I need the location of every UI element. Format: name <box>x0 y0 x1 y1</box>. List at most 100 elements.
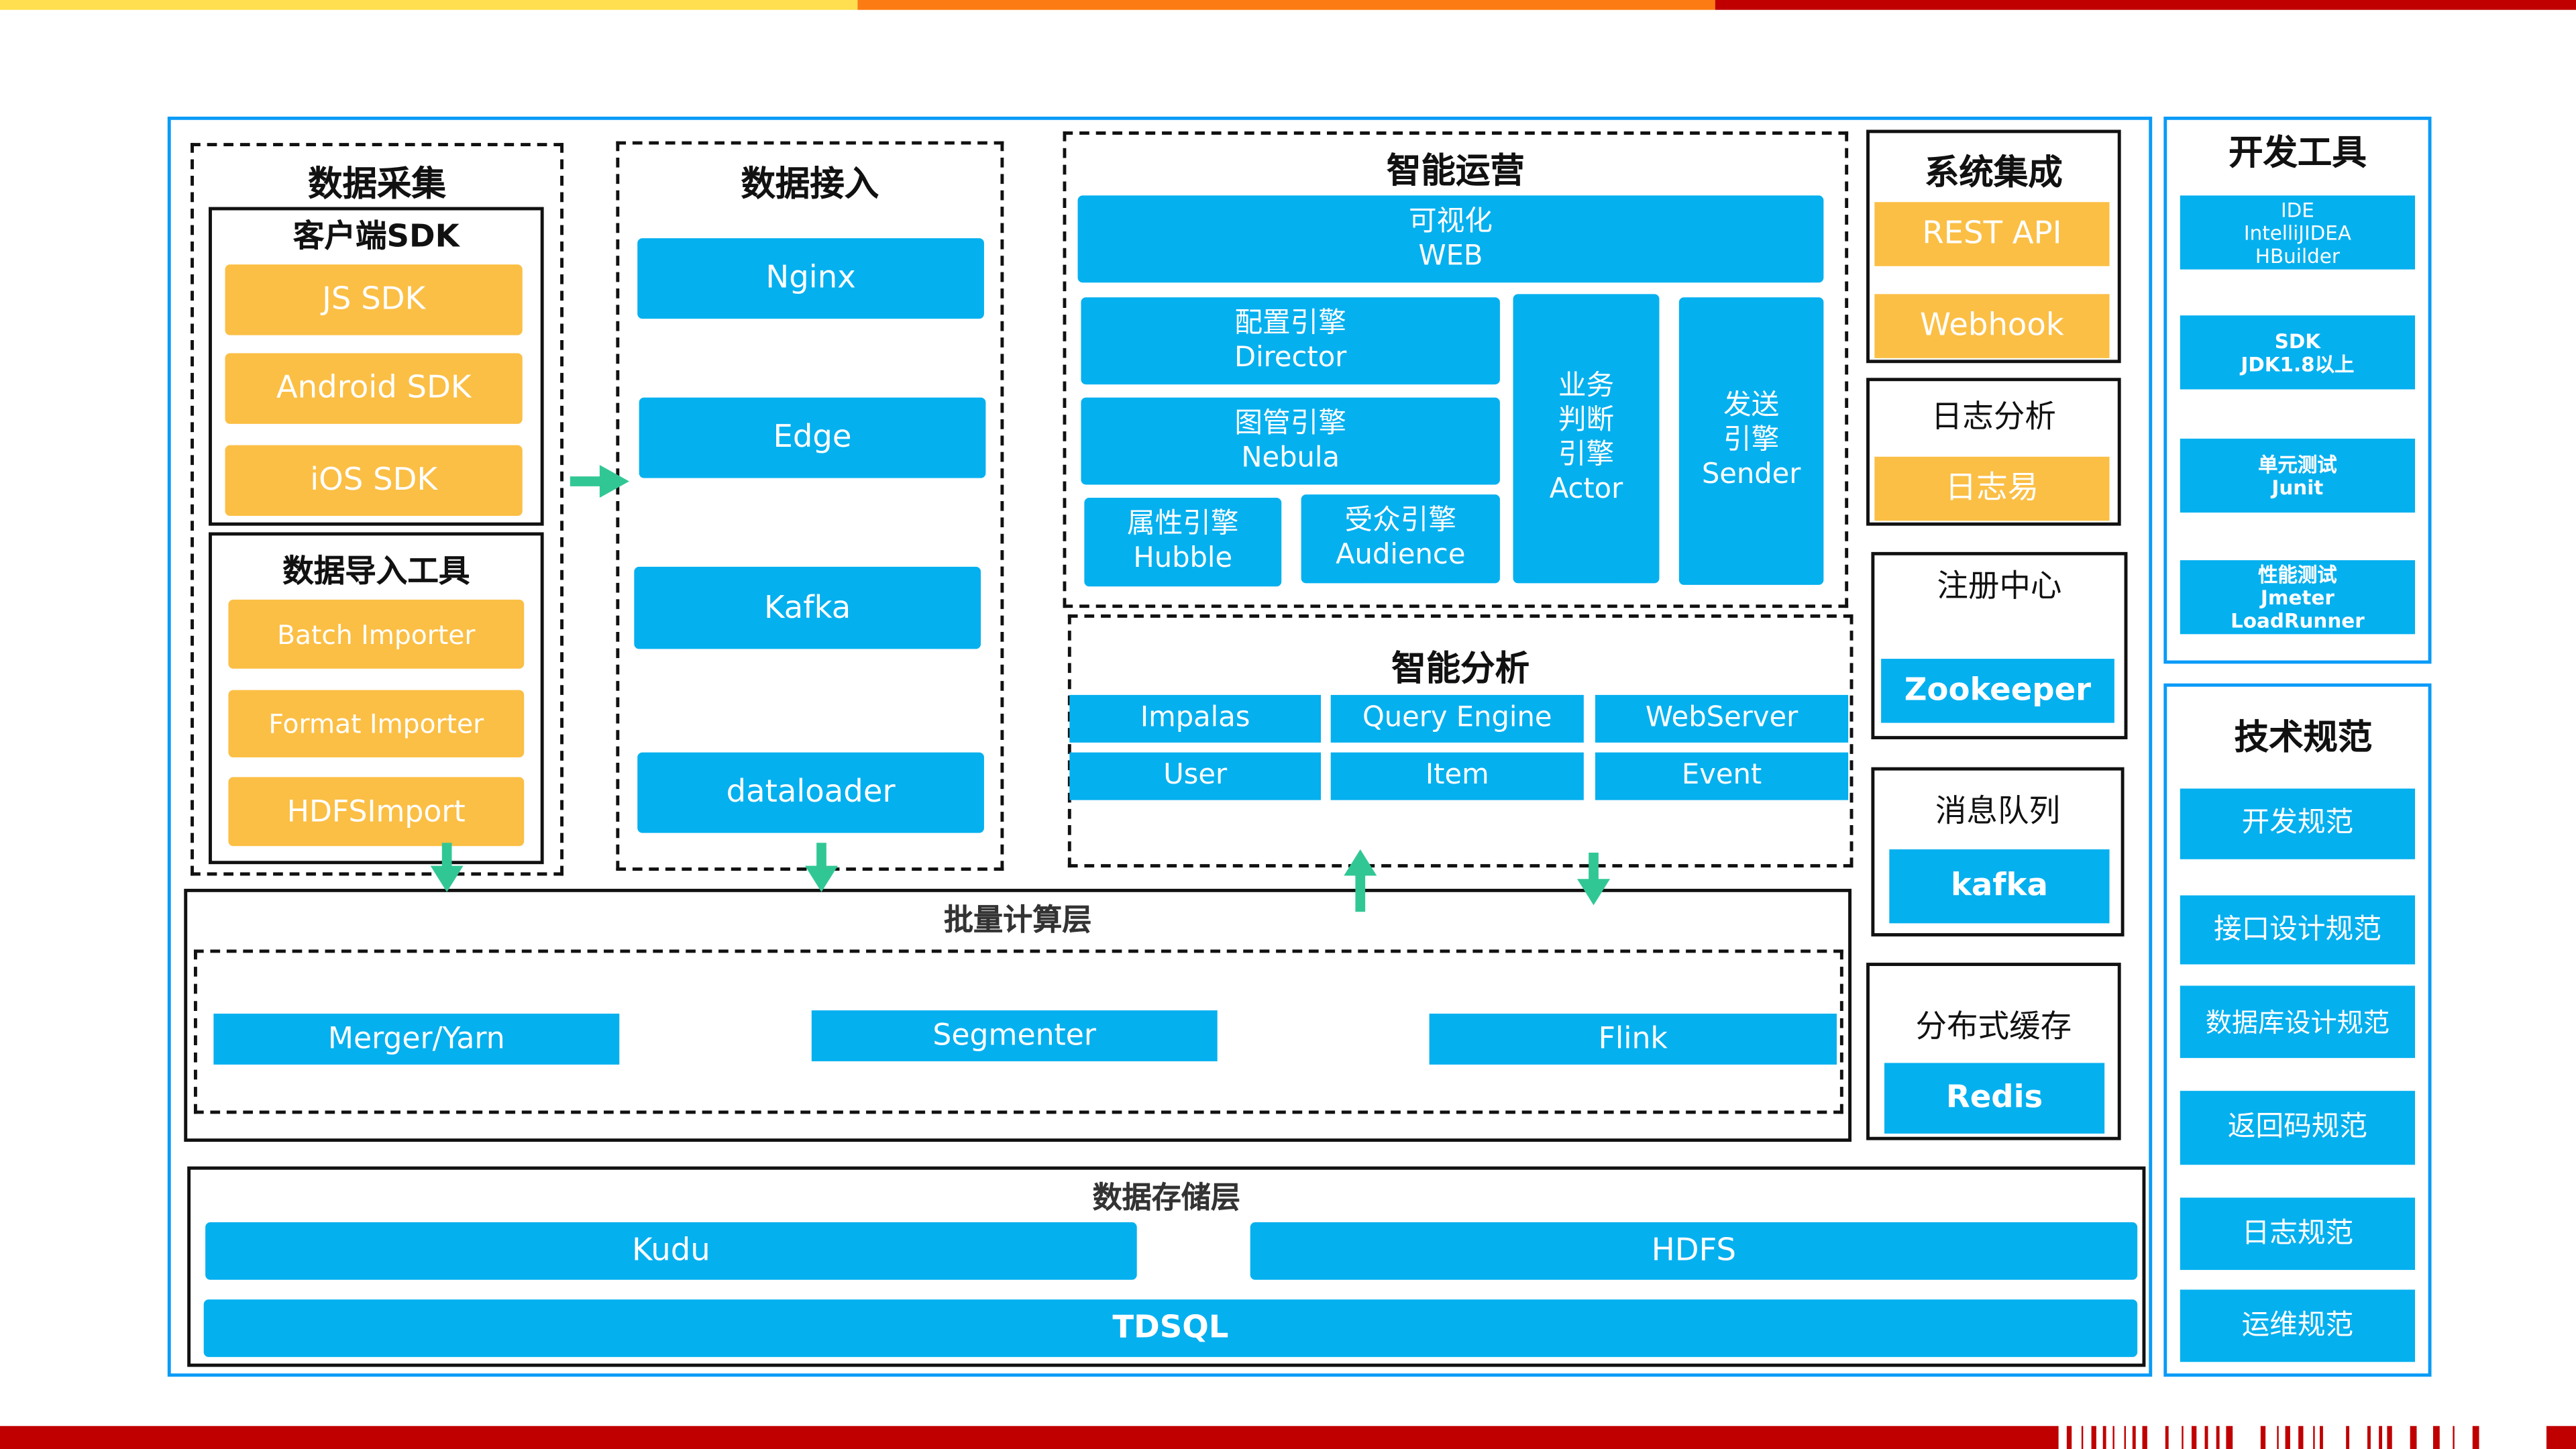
barcode-stripe <box>2472 1426 2479 1449</box>
android-sdk-box: Android SDK <box>225 353 523 424</box>
mq-title: 消息队列 <box>1935 793 2061 830</box>
user-box: User <box>1069 752 1321 800</box>
edge-box: Edge <box>639 397 986 478</box>
item-box: Item <box>1330 752 1584 800</box>
js-sdk-box: JS SDK <box>225 264 523 335</box>
import-tools-group: 数据导入工具 <box>209 532 544 865</box>
retcode-standard-box: 返回码规范 <box>2180 1091 2416 1165</box>
top-bar-yellow <box>0 0 858 10</box>
tdsql-box: TDSQL <box>203 1299 2138 1357</box>
barcode-stripe <box>2112 1426 2114 1449</box>
api-standard-box: 接口设计规范 <box>2180 895 2416 965</box>
ios-sdk-box: iOS SDK <box>225 445 523 516</box>
integration-group: 系统集成 <box>1866 129 2121 364</box>
barcode-stripe <box>2410 1426 2417 1449</box>
event-box: Event <box>1595 752 1849 800</box>
client-sdk-title: 客户端SDK <box>292 218 460 255</box>
log-standard-box: 日志规范 <box>2180 1197 2416 1271</box>
batch-layer: 批量计算层 <box>184 888 1852 1142</box>
redis-box: Redis <box>1884 1063 2105 1134</box>
top-bar-red <box>1715 0 2576 10</box>
barcode-stripe <box>2226 1426 2233 1449</box>
actor-box: 业务 判断 引擎 Actor <box>1513 294 1660 584</box>
perf-test-box: 性能测试 Jmeter LoadRunner <box>2180 560 2416 635</box>
segmenter-box: Segmenter <box>811 1010 1218 1062</box>
flink-box: Flink <box>1429 1014 1837 1065</box>
storage-layer: 数据存储层 <box>187 1166 2146 1367</box>
rizhiyi-box: 日志易 <box>1874 456 2110 521</box>
ingest-title: 数据接入 <box>741 164 879 204</box>
dataloader-box: dataloader <box>637 752 984 833</box>
barcode-stripe <box>2313 1426 2315 1449</box>
devtools-frame <box>2163 116 2432 664</box>
hdfsimport-box: HDFSImport <box>228 777 525 847</box>
mq-group: 消息队列 <box>1871 767 2125 936</box>
barcode-stripe <box>2367 1426 2371 1449</box>
sdk-jdk-box: SDK JDK1.8以上 <box>2180 315 2416 390</box>
format-importer-box: Format Importer <box>228 690 525 757</box>
storage-title: 数据存储层 <box>1092 1181 1240 1216</box>
kafka-ingest-box: Kafka <box>634 566 981 649</box>
collection-title: 数据采集 <box>308 164 446 204</box>
impalas-box: Impalas <box>1069 694 1321 743</box>
nginx-box: Nginx <box>637 238 984 319</box>
batch-title: 批量计算层 <box>943 903 1092 938</box>
kudu-box: Kudu <box>205 1222 1137 1280</box>
barcode-stripe <box>2124 1426 2127 1449</box>
collection-group: 数据采集 <box>191 143 564 876</box>
kafka-mq-box: kafka <box>1889 849 2110 924</box>
log-title: 日志分析 <box>1931 399 2056 435</box>
barcode-stripe <box>2432 1426 2440 1449</box>
barcode-decoration <box>2059 1426 2576 1449</box>
ops-group: 智能运营 <box>1063 131 1849 608</box>
registry-title: 注册中心 <box>1937 568 2062 605</box>
cache-title: 分布式缓存 <box>1915 1008 2072 1045</box>
cache-group: 分布式缓存 <box>1866 963 2121 1140</box>
barcode-stripe <box>2165 1426 2169 1449</box>
barcode-stripe <box>2142 1426 2147 1449</box>
barcode-stripe <box>2182 1426 2184 1449</box>
integration-title: 系统集成 <box>1925 152 2063 193</box>
audience-box: 受众引擎 Audience <box>1301 494 1500 584</box>
barcode-stripe <box>2379 1426 2383 1449</box>
standards-title: 技术规范 <box>2234 718 2373 757</box>
webhook-box: Webhook <box>1874 294 2110 358</box>
barcode-stripe <box>2260 1426 2266 1449</box>
rest-api-box: REST API <box>1874 202 2110 266</box>
barcode-stripe <box>2102 1426 2106 1449</box>
barcode-stripe <box>2204 1426 2208 1449</box>
unit-test-box: 单元测试 Junit <box>2180 438 2416 513</box>
barcode-stripe <box>2546 1426 2576 1449</box>
dev-standard-box: 开发规范 <box>2180 788 2416 859</box>
top-bar-orange <box>857 0 1715 10</box>
barcode-stripe <box>2453 1426 2455 1449</box>
log-group: 日志分析 <box>1866 378 2121 526</box>
barcode-stripe <box>2346 1426 2350 1449</box>
barcode-stripe <box>2091 1426 2096 1449</box>
query-engine-box: Query Engine <box>1330 694 1584 743</box>
analysis-title: 智能分析 <box>1391 649 1530 689</box>
client-sdk-group: 客户端SDK <box>209 207 544 526</box>
batch-inner <box>193 949 1843 1114</box>
nebula-box: 图管引擎 Nebula <box>1081 397 1500 485</box>
director-box: 配置引擎 Director <box>1081 297 1500 385</box>
barcode-stripe <box>2132 1426 2136 1449</box>
sender-box: 发送 引擎 Sender <box>1678 297 1824 585</box>
hdfs-box: HDFS <box>1250 1222 2138 1280</box>
import-tools-title: 数据导入工具 <box>282 553 470 590</box>
hubble-box: 属性引擎 Hubble <box>1084 498 1282 587</box>
main-frame <box>167 116 2153 1377</box>
web-box: 可视化 WEB <box>1077 195 1824 283</box>
devtools-title: 开发工具 <box>2229 133 2367 173</box>
ops-title: 智能运营 <box>1386 151 1525 191</box>
zookeeper-box: Zookeeper <box>1881 659 2114 723</box>
standards-frame <box>2163 683 2432 1377</box>
barcode-stripe <box>2319 1426 2323 1449</box>
ops-standard-box: 运维规范 <box>2180 1289 2416 1362</box>
merger-yarn-box: Merger/Yarn <box>213 1014 620 1065</box>
barcode-stripe <box>2298 1426 2304 1449</box>
barcode-stripe <box>2277 1426 2279 1449</box>
webserver-box: WebServer <box>1595 694 1849 743</box>
db-standard-box: 数据库设计规范 <box>2180 985 2416 1059</box>
